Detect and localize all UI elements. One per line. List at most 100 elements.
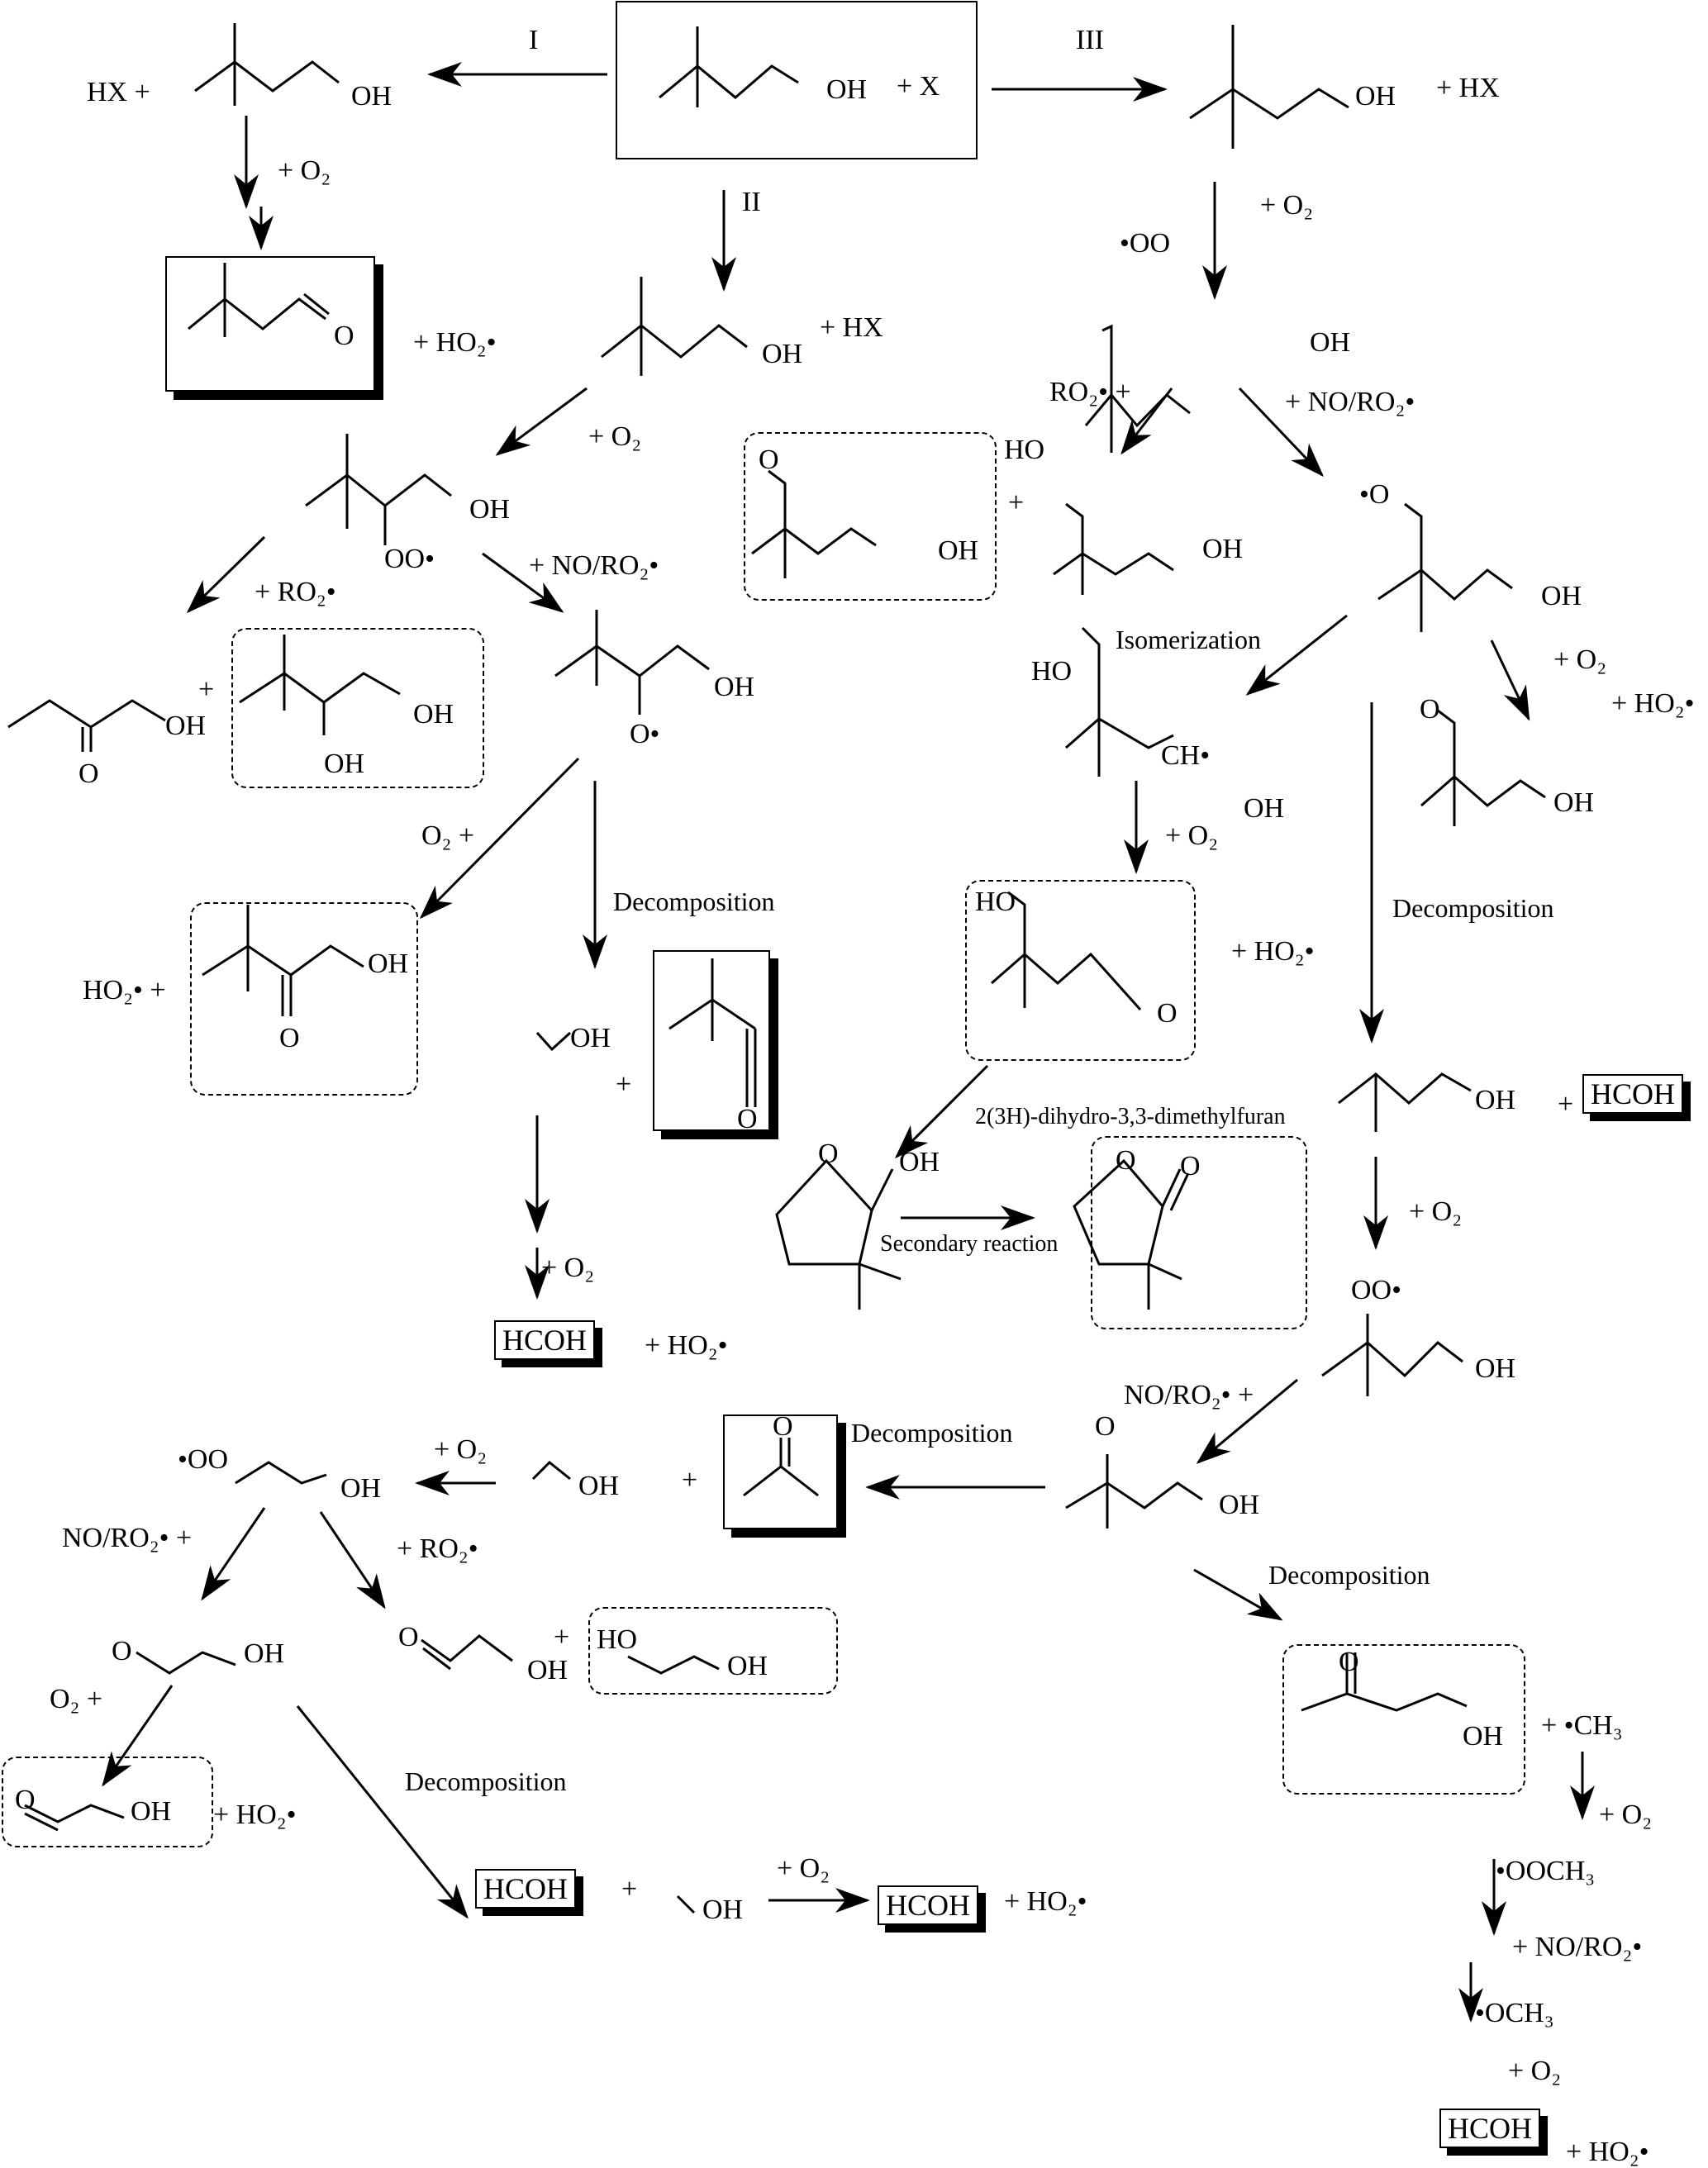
decomposition-label: Decomposition bbox=[1268, 1560, 1430, 1590]
plus-o2-label: + O₂ bbox=[434, 1434, 488, 1465]
oh-label: OH bbox=[1202, 534, 1244, 564]
formaldehyde-product: HCOH bbox=[1582, 1074, 1684, 1114]
ho-label: HO bbox=[597, 1624, 638, 1655]
oh-label: OH bbox=[570, 1023, 611, 1053]
plus-o2-label: + O₂ bbox=[278, 155, 331, 186]
plus-hx-label: + HX bbox=[1436, 73, 1500, 103]
o2-plus-label: O₂ + bbox=[50, 1684, 103, 1714]
o2-plus-label: O₂ + bbox=[421, 820, 475, 851]
plus-ro2-label: + RO₂• bbox=[397, 1533, 478, 1564]
oh-label: OH bbox=[1463, 1721, 1504, 1752]
pivalaldehyde-o: O bbox=[737, 1104, 758, 1134]
aldehyde-o: O bbox=[1157, 998, 1178, 1029]
dashed-box-diol bbox=[231, 628, 484, 788]
pathway-label-i: I bbox=[529, 25, 539, 55]
ho-label: HO bbox=[1031, 656, 1073, 687]
plus-o2-label: + O₂ bbox=[777, 1853, 830, 1884]
aldehyde-o: O bbox=[759, 445, 779, 475]
reactant-box bbox=[616, 1, 978, 159]
plus-sign: + bbox=[554, 1622, 570, 1652]
plus-o2-label: + O₂ bbox=[1409, 1196, 1463, 1227]
secondary-reaction-label: Secondary reaction bbox=[880, 1231, 1059, 1257]
formaldehyde-product: HCOH bbox=[475, 1869, 577, 1909]
formaldehyde-product: HCOH bbox=[494, 1320, 596, 1360]
plus-ro2-label: + RO₂• bbox=[255, 577, 336, 607]
pathway-label-ii: II bbox=[742, 187, 761, 217]
dashed-box-hydroxybutanone bbox=[1282, 1644, 1525, 1795]
plus-o2-label: + O₂ bbox=[1599, 1800, 1653, 1830]
plus-o2-label: + O₂ bbox=[1165, 820, 1219, 851]
oh-label: OH bbox=[527, 1655, 569, 1685]
plus-o2-label: + O₂ bbox=[1508, 2056, 1562, 2086]
plus-sign: + bbox=[198, 674, 215, 705]
plus-ho2-label: + HO₂• bbox=[1611, 688, 1695, 719]
oh-label: OH bbox=[899, 1147, 940, 1177]
ooch3-label: •OOCH₃ bbox=[1496, 1856, 1596, 1886]
plus-o2-label: + O₂ bbox=[1260, 190, 1314, 221]
plus-sign: + bbox=[1008, 487, 1025, 518]
isomerization-label: Isomerization bbox=[1116, 625, 1261, 654]
oh-label: OH bbox=[702, 1895, 744, 1925]
alkoxy-o: O bbox=[1095, 1411, 1116, 1442]
oh-label: OH bbox=[469, 494, 511, 525]
dashed-box-ethylene-glycol bbox=[588, 1607, 838, 1695]
acetone-o: O bbox=[773, 1411, 793, 1442]
ring-o: O bbox=[818, 1139, 839, 1169]
aldehyde-o: O bbox=[15, 1785, 36, 1815]
oh-label: OH bbox=[1219, 1490, 1260, 1520]
ho-label: HO bbox=[1004, 435, 1045, 465]
oh-label: OH bbox=[244, 1638, 285, 1669]
reactant-plus-x: + X bbox=[897, 71, 940, 102]
o-radical-label: O• bbox=[630, 719, 660, 749]
plus-ho2-label: + HO₂• bbox=[1004, 1886, 1087, 1917]
ketone-o: O bbox=[79, 758, 99, 789]
plus-ch3-label: + •CH₃ bbox=[1541, 1710, 1623, 1741]
no-ro2-plus-label: NO/RO₂• + bbox=[62, 1523, 193, 1553]
oh-label: OH bbox=[351, 81, 393, 112]
dashed-box-ho-aldehyde bbox=[965, 880, 1196, 1061]
furan-name-label: 2(3H)-dihydro-3,3-dimethylfuran bbox=[975, 1104, 1286, 1129]
plus-ho2-label: + HO₂• bbox=[1231, 936, 1315, 967]
och3-label: •OCH₃ bbox=[1475, 1998, 1554, 2028]
aldehyde-o: O bbox=[1420, 694, 1440, 725]
radical-oo-label: •OO bbox=[1120, 228, 1171, 259]
plus-ho2-label: + HO₂• bbox=[645, 1330, 728, 1361]
decomposition-label: Decomposition bbox=[1392, 893, 1554, 923]
ketone-o: O bbox=[279, 1023, 300, 1053]
radical-o-label: •O bbox=[1359, 479, 1390, 510]
carbonyl-o: O bbox=[1180, 1151, 1201, 1181]
o-label: O bbox=[112, 1636, 132, 1666]
reactant-oh: OH bbox=[826, 74, 868, 105]
oh-label: OH bbox=[1310, 327, 1351, 358]
plus-sign: + bbox=[1558, 1089, 1574, 1120]
ho2-plus-label: HO₂• + bbox=[83, 975, 166, 1006]
dashed-box-glycolaldehyde bbox=[2, 1757, 213, 1847]
oo-radical-label: OO• bbox=[384, 544, 435, 574]
oh-label: OH bbox=[1355, 81, 1396, 112]
aldehyde-o: O bbox=[398, 1622, 419, 1652]
oo-label: OO• bbox=[1351, 1275, 1402, 1305]
pathway-label-iii: III bbox=[1076, 25, 1104, 55]
plus-ho2-label: + HO₂• bbox=[413, 327, 497, 358]
oh-label: OH bbox=[714, 672, 755, 702]
plus-ho2-label: + HO₂• bbox=[1566, 2137, 1649, 2167]
plus-no-ro2-label: + NO/RO₂• bbox=[1285, 387, 1415, 417]
plus-sign: + bbox=[616, 1069, 632, 1100]
oh-label: OH bbox=[1475, 1353, 1516, 1384]
formaldehyde-product: HCOH bbox=[878, 1885, 979, 1925]
oh-label: OH bbox=[1244, 793, 1285, 824]
dashed-box-hydroxy-aldehyde bbox=[744, 432, 997, 601]
oh-label: OH bbox=[762, 339, 803, 369]
oh-label: OH bbox=[324, 749, 365, 779]
oh-label: OH bbox=[368, 948, 409, 979]
decomposition-label: Decomposition bbox=[405, 1766, 567, 1796]
ho-label: HO bbox=[975, 887, 1016, 917]
oh-label: OH bbox=[131, 1796, 172, 1827]
oh-label: OH bbox=[727, 1651, 768, 1681]
oh-label: OH bbox=[1541, 581, 1582, 611]
plus-sign: + bbox=[682, 1465, 698, 1495]
plus-hx-label: + HX bbox=[820, 312, 883, 343]
ro2-plus-label: RO₂• + bbox=[1049, 377, 1131, 407]
oh-label: OH bbox=[1475, 1085, 1516, 1115]
